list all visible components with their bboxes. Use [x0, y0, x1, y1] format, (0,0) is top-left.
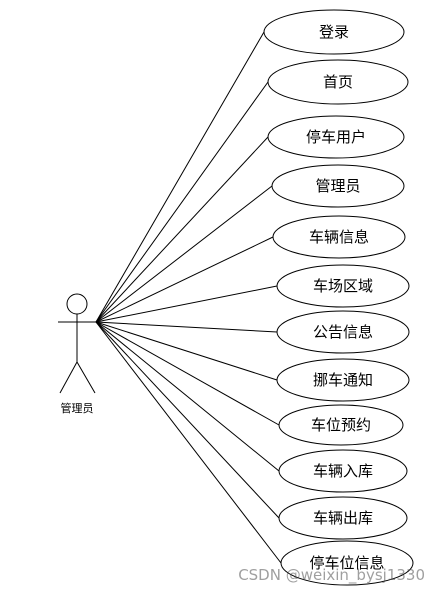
association-line-move-car-notice [95, 321, 278, 381]
use-case-ellipse-home [267, 59, 409, 105]
use-case-space-info: 停车位信息 [280, 540, 414, 586]
use-case-label-home: 首页 [323, 73, 353, 91]
use-case-ellipse-space-info [280, 540, 414, 586]
use-case-label-login: 登录 [319, 23, 349, 41]
actor-administrator: 管理员 [58, 293, 96, 415]
use-case-label-admin: 管理员 [315, 177, 360, 195]
use-case-label-space-reservation: 车位预约 [311, 416, 371, 434]
association-line-vehicle-info [95, 236, 274, 323]
association-line-space-info [95, 321, 282, 564]
use-case-ellipse-admin [271, 164, 405, 208]
use-case-label-parking-user: 停车用户 [306, 128, 366, 146]
association-line-login [95, 31, 265, 323]
use-case-label-vehicle-in: 车辆入库 [313, 462, 373, 480]
use-case-login: 登录 [263, 9, 405, 55]
use-case-ellipse-login [263, 9, 405, 55]
use-case-vehicle-info: 车辆信息 [272, 215, 406, 259]
watermark: CSDN @weixin_bysj1330 [238, 566, 425, 584]
use-case-ellipse-vehicle-out [278, 496, 408, 540]
actor-head [66, 293, 88, 315]
association-line-parking-user [95, 136, 269, 323]
use-case-label-vehicle-out: 车辆出库 [313, 509, 373, 527]
use-case-lot-area: 车场区域 [276, 264, 410, 308]
use-case-label-lot-area: 车场区域 [313, 277, 373, 295]
use-case-list: 登录首页停车用户管理员车辆信息车场区域公告信息挪车通知车位预约车辆入库车辆出库停… [263, 9, 414, 586]
actor-left-leg [59, 361, 78, 394]
actor-label: 管理员 [61, 401, 94, 415]
association-line-admin [95, 185, 273, 323]
use-case-ellipse-vehicle-in [278, 449, 408, 493]
use-case-ellipse-vehicle-info [272, 215, 406, 259]
use-case-ellipse-lot-area [276, 264, 410, 308]
use-case-move-car-notice: 挪车通知 [276, 358, 410, 402]
use-case-ellipse-move-car-notice [276, 358, 410, 402]
association-line-vehicle-out [95, 321, 280, 519]
use-case-label-move-car-notice: 挪车通知 [313, 371, 373, 389]
association-line-space-reservation [95, 321, 280, 426]
use-case-ellipse-parking-user [267, 115, 405, 159]
association-line-lot-area [95, 285, 278, 323]
use-case-label-notice-info: 公告信息 [313, 323, 373, 341]
use-case-home: 首页 [267, 59, 409, 105]
association-line-notice-info [95, 321, 278, 333]
use-case-vehicle-out: 车辆出库 [278, 496, 408, 540]
use-case-space-reservation: 车位预约 [278, 404, 404, 446]
use-case-label-space-info: 停车位信息 [309, 554, 384, 572]
use-case-ellipse-notice-info [276, 310, 410, 354]
use-case-ellipse-space-reservation [278, 404, 404, 446]
use-case-notice-info: 公告信息 [276, 310, 410, 354]
use-case-label-vehicle-info: 车辆信息 [309, 228, 369, 246]
use-case-vehicle-in: 车辆入库 [278, 449, 408, 493]
association-line-vehicle-in [95, 321, 280, 472]
association-lines [95, 31, 282, 564]
association-line-home [95, 81, 269, 323]
use-case-parking-user: 停车用户 [267, 115, 405, 159]
actor-right-leg [76, 361, 96, 394]
use-case-admin: 管理员 [271, 164, 405, 208]
